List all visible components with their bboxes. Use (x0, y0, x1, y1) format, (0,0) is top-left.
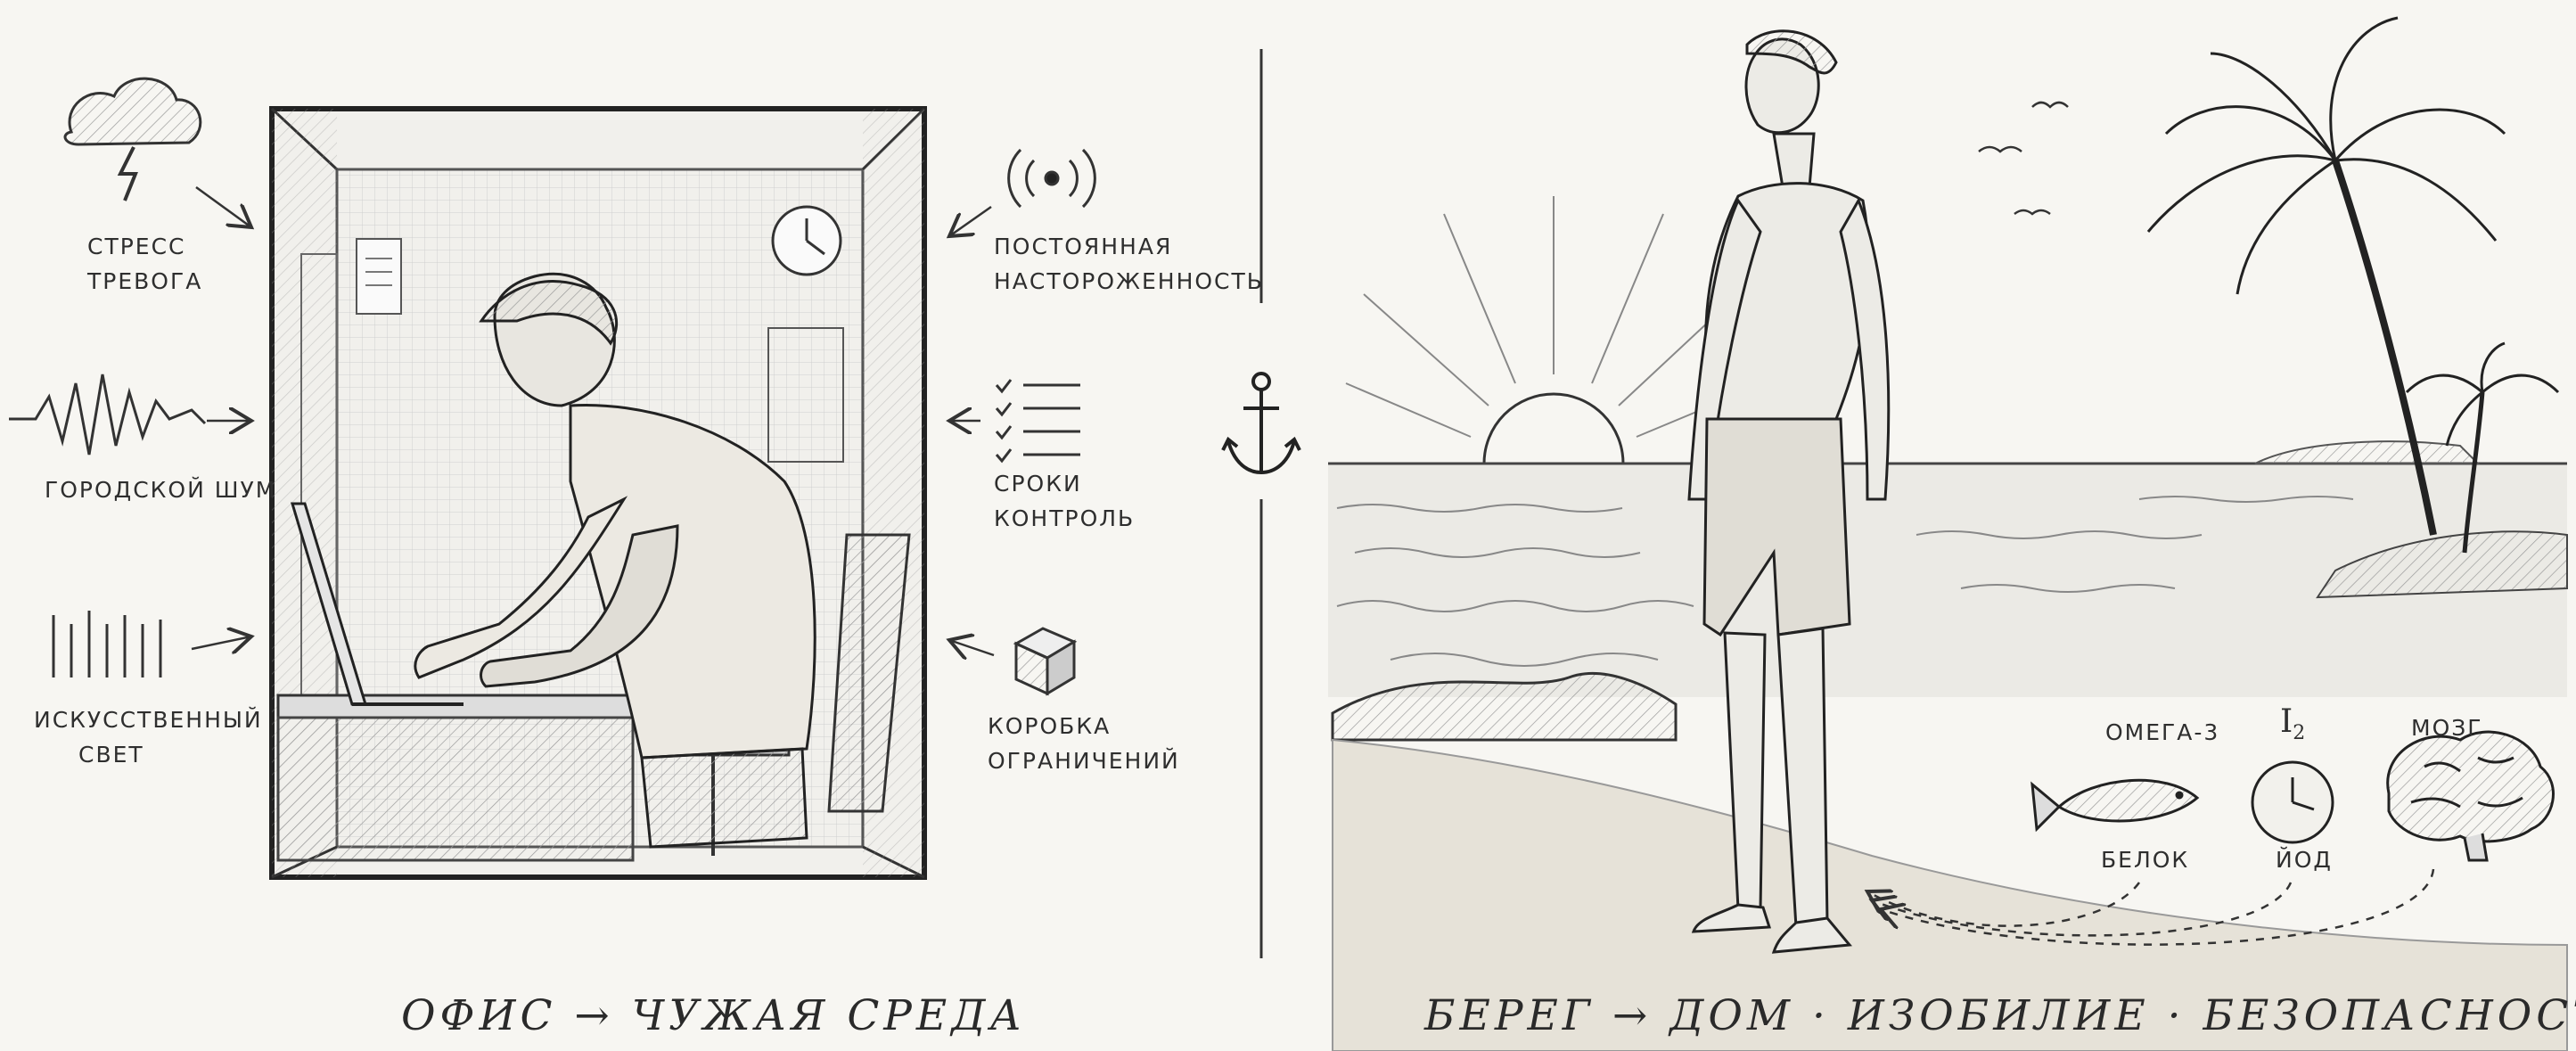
label-box: КОРОБКА (988, 713, 1112, 739)
cube-icon (1013, 627, 1078, 696)
caption-office: ОФИС → ЧУЖАЯ СРЕДА (401, 991, 1027, 1040)
palm-tree (2146, 16, 2506, 536)
checklist-icon (995, 379, 1080, 464)
office-worker (414, 272, 816, 849)
label-limits: ОГРАНИЧЕНИЙ (988, 748, 1180, 774)
label-iodine-symbol: I2 (2280, 704, 2305, 751)
desk (276, 694, 635, 862)
label-constant: ПОСТОЯННАЯ (994, 234, 1173, 259)
anchor-icon (1221, 372, 1301, 475)
label-anxiety: ТРЕВОГА (87, 268, 203, 294)
seagulls (1978, 101, 2069, 216)
label-control: КОНТРОЛЬ (994, 505, 1136, 531)
label-stress: СТРЕСС (87, 234, 186, 259)
standing-man (1687, 29, 1891, 954)
office-box (269, 106, 927, 880)
label-artificial: ИСКУССТВЕННЫЙ (34, 707, 263, 733)
label-alertness: НАСТОРОЖЕННОСТЬ (994, 268, 1264, 294)
signal-icon (1007, 148, 1096, 209)
label-brain: МОЗГ (2411, 715, 2483, 741)
light-bars-icon (52, 611, 162, 677)
caption-shore: БЕРЕГ → ДОМ · ИЗОБИЛИЕ · БЕЗОПАСНОСТЬ (1424, 991, 2576, 1040)
brain-icon (2386, 730, 2555, 862)
iodine-symbol-letter: I (2280, 703, 2293, 740)
label-iodine: ЙОД (2276, 847, 2333, 873)
noise-wave-icon (9, 374, 207, 456)
beach-scene (1328, 16, 2568, 1051)
label-protein: БЕЛОК (2101, 847, 2190, 873)
label-city-noise: ГОРОДСКОЙ ШУМ (45, 477, 277, 503)
small-palm-tree (2405, 341, 2560, 554)
iodine-symbol-index: 2 (2293, 722, 2306, 745)
fish-icon (2030, 778, 2200, 833)
stopwatch-icon (2251, 760, 2334, 844)
label-deadlines: СРОКИ (994, 471, 1082, 497)
label-light: СВЕТ (78, 742, 144, 768)
storm-cloud-icon (63, 77, 202, 201)
label-omega: ОМЕГА-3 (2105, 719, 2220, 745)
laptop (290, 502, 464, 706)
